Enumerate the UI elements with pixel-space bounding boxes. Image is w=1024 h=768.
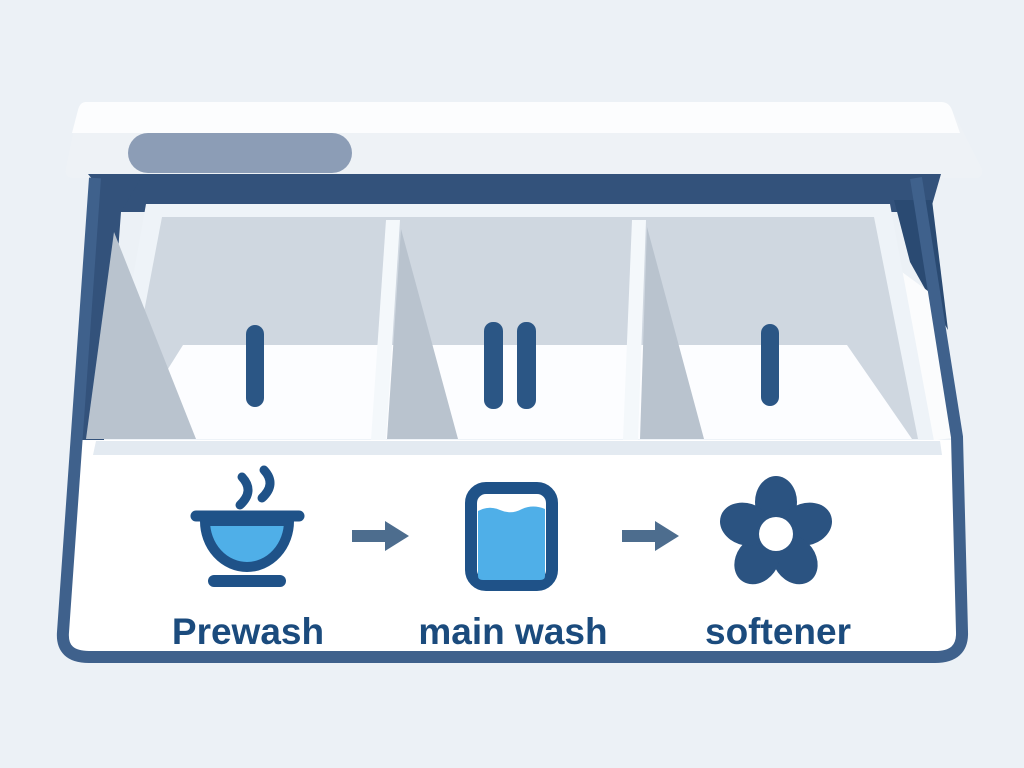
shell-back-band xyxy=(88,174,941,212)
compartment-2-shadow xyxy=(387,229,458,439)
main-wash-label: main wash xyxy=(418,611,607,652)
front-panel-top-edge xyxy=(93,441,942,455)
marker-compartment-2-II-bar2 xyxy=(517,322,536,409)
softener-label: softener xyxy=(705,611,851,652)
flower-icon xyxy=(720,476,832,585)
divider-1 xyxy=(371,220,400,440)
lid-highlight xyxy=(72,102,960,133)
bowl-body xyxy=(200,516,294,572)
drawer-tub xyxy=(86,204,934,441)
marker-compartment-1-I xyxy=(246,325,264,407)
drawer-outline xyxy=(56,177,968,663)
arrow-right-icon-1 xyxy=(352,521,409,551)
marker-compartment-2-II-bar1 xyxy=(484,322,503,409)
divider-2 xyxy=(623,220,646,440)
compartment-markers xyxy=(246,322,779,409)
steaming-bowl-icon xyxy=(190,465,305,587)
arrow-right-icon-2 xyxy=(622,521,679,551)
drawer-lid xyxy=(65,102,983,178)
compartment-3-shadow xyxy=(640,227,704,439)
flower-petal xyxy=(720,502,772,546)
flower-petal xyxy=(780,502,832,546)
lid-handle xyxy=(128,133,352,173)
compartment-1-shadow xyxy=(86,232,196,439)
water-glass-icon xyxy=(465,482,558,591)
prewash-label: Prewash xyxy=(172,611,324,652)
glass-water xyxy=(478,506,545,580)
marker-compartment-3-I xyxy=(761,324,779,406)
shell-right-gap xyxy=(902,272,952,441)
steam-left xyxy=(235,472,253,510)
flower-center xyxy=(759,517,793,551)
steam-right xyxy=(257,465,275,503)
